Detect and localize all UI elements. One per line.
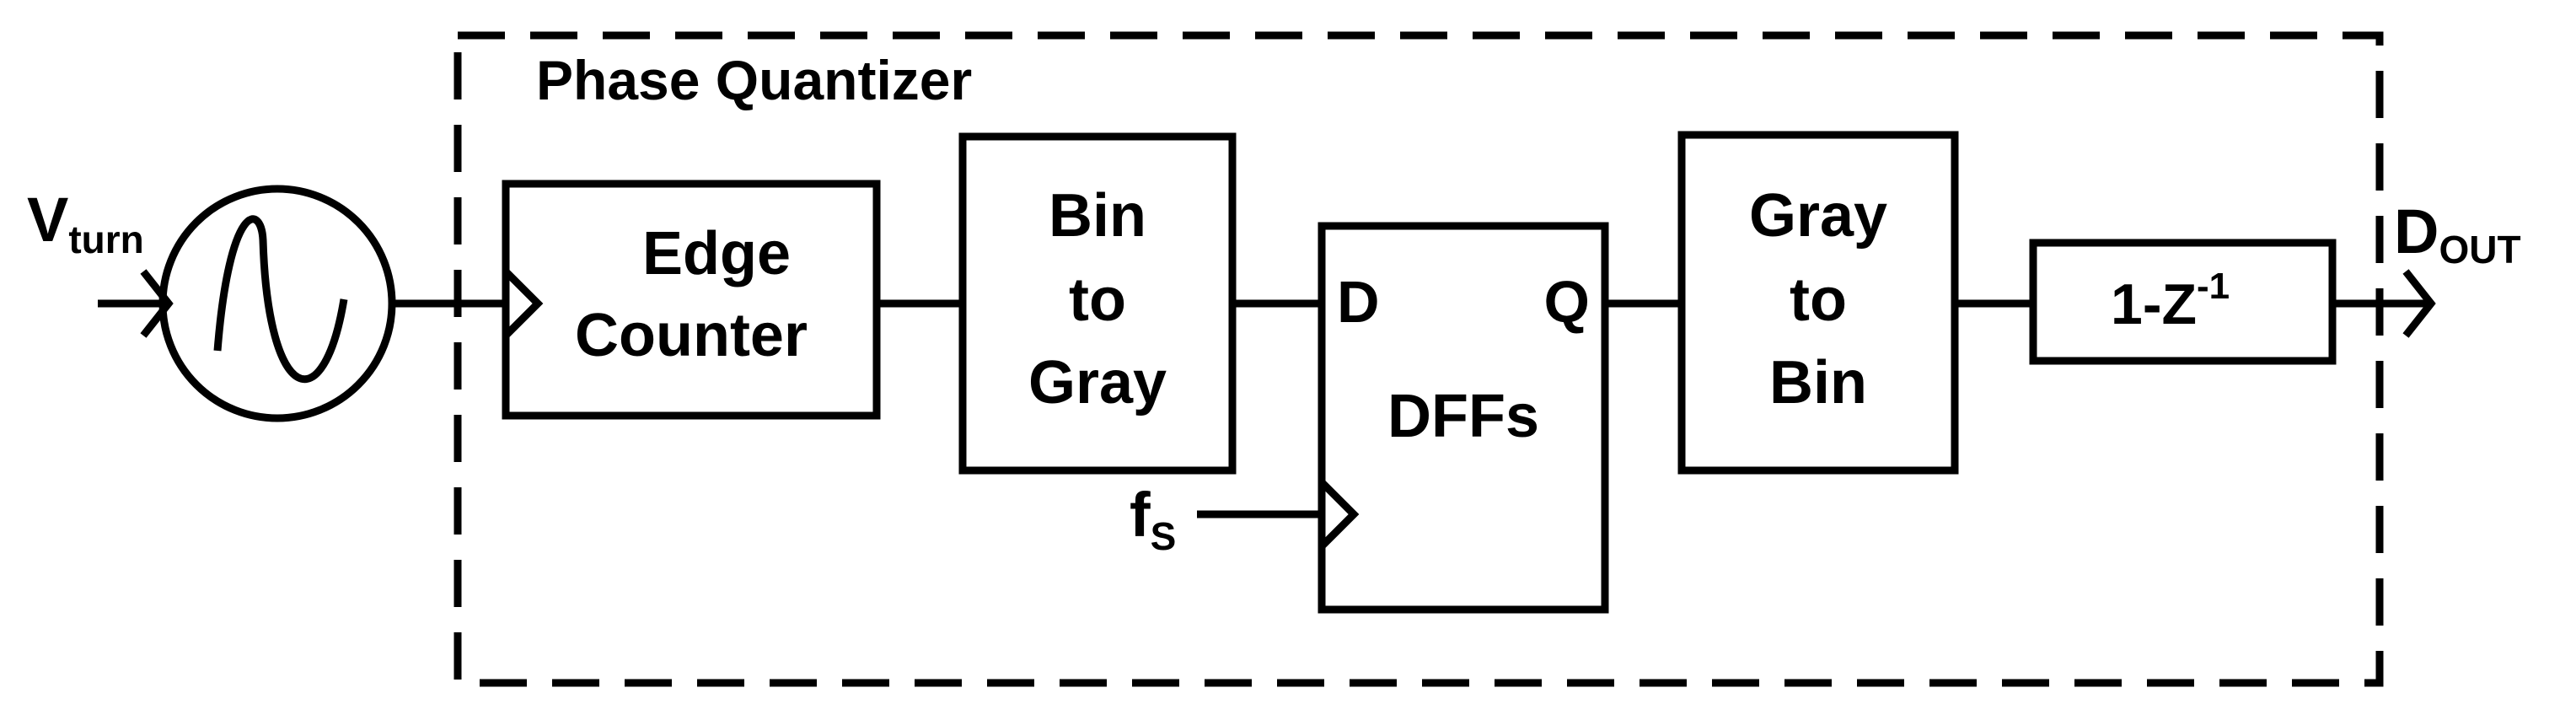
output-label: DOUT [2394, 196, 2521, 271]
bin-to-gray-label-line2: to [1069, 266, 1126, 334]
output-arrow-icon [2402, 269, 2436, 338]
clock-label: fS [1130, 480, 1176, 558]
bin-to-gray-label-line1: Bin [1049, 182, 1146, 250]
dffs-block [1318, 222, 1609, 614]
dffs-q-port-label: Q [1544, 269, 1590, 335]
output-label-sub: OUT [2439, 228, 2520, 271]
clock-label-main: f [1130, 480, 1151, 550]
dffs-label: DFFs [1387, 383, 1539, 450]
clock-label-sub: S [1151, 514, 1177, 558]
differentiator-label: 1-Z-1 [2111, 266, 2230, 336]
edge-counter-clock-icon [502, 268, 544, 339]
bin-to-gray-block [958, 132, 1237, 475]
bin-to-gray-label-line3: Gray [1028, 349, 1167, 416]
differentiator-label-main: 1-Z [2111, 272, 2197, 336]
edge-counter-block [502, 180, 881, 420]
input-label-sub: turn [68, 218, 143, 261]
differentiator-block [2029, 239, 2337, 365]
edge-counter-label-line1: Edge [642, 220, 791, 287]
dffs-d-port-label: D [1337, 269, 1380, 335]
gray-to-bin-label-line1: Gray [1749, 182, 1887, 250]
dffs-clock-icon [1318, 479, 1360, 550]
input-arrow-icon [140, 269, 174, 338]
edge-counter-label-line2: Counter [575, 302, 808, 369]
phase-quantizer-title: Phase Quantizer [536, 49, 972, 111]
input-label: Vturn [27, 185, 144, 261]
differentiator-label-sup: -1 [2197, 266, 2230, 307]
output-label-main: D [2394, 196, 2439, 266]
sine-source-icon [158, 185, 396, 422]
gray-to-bin-label-line2: to [1790, 266, 1847, 334]
phase-quantizer-boundary [453, 31, 2384, 687]
input-label-main: V [27, 185, 68, 255]
gray-to-bin-label-line3: Bin [1769, 349, 1867, 416]
